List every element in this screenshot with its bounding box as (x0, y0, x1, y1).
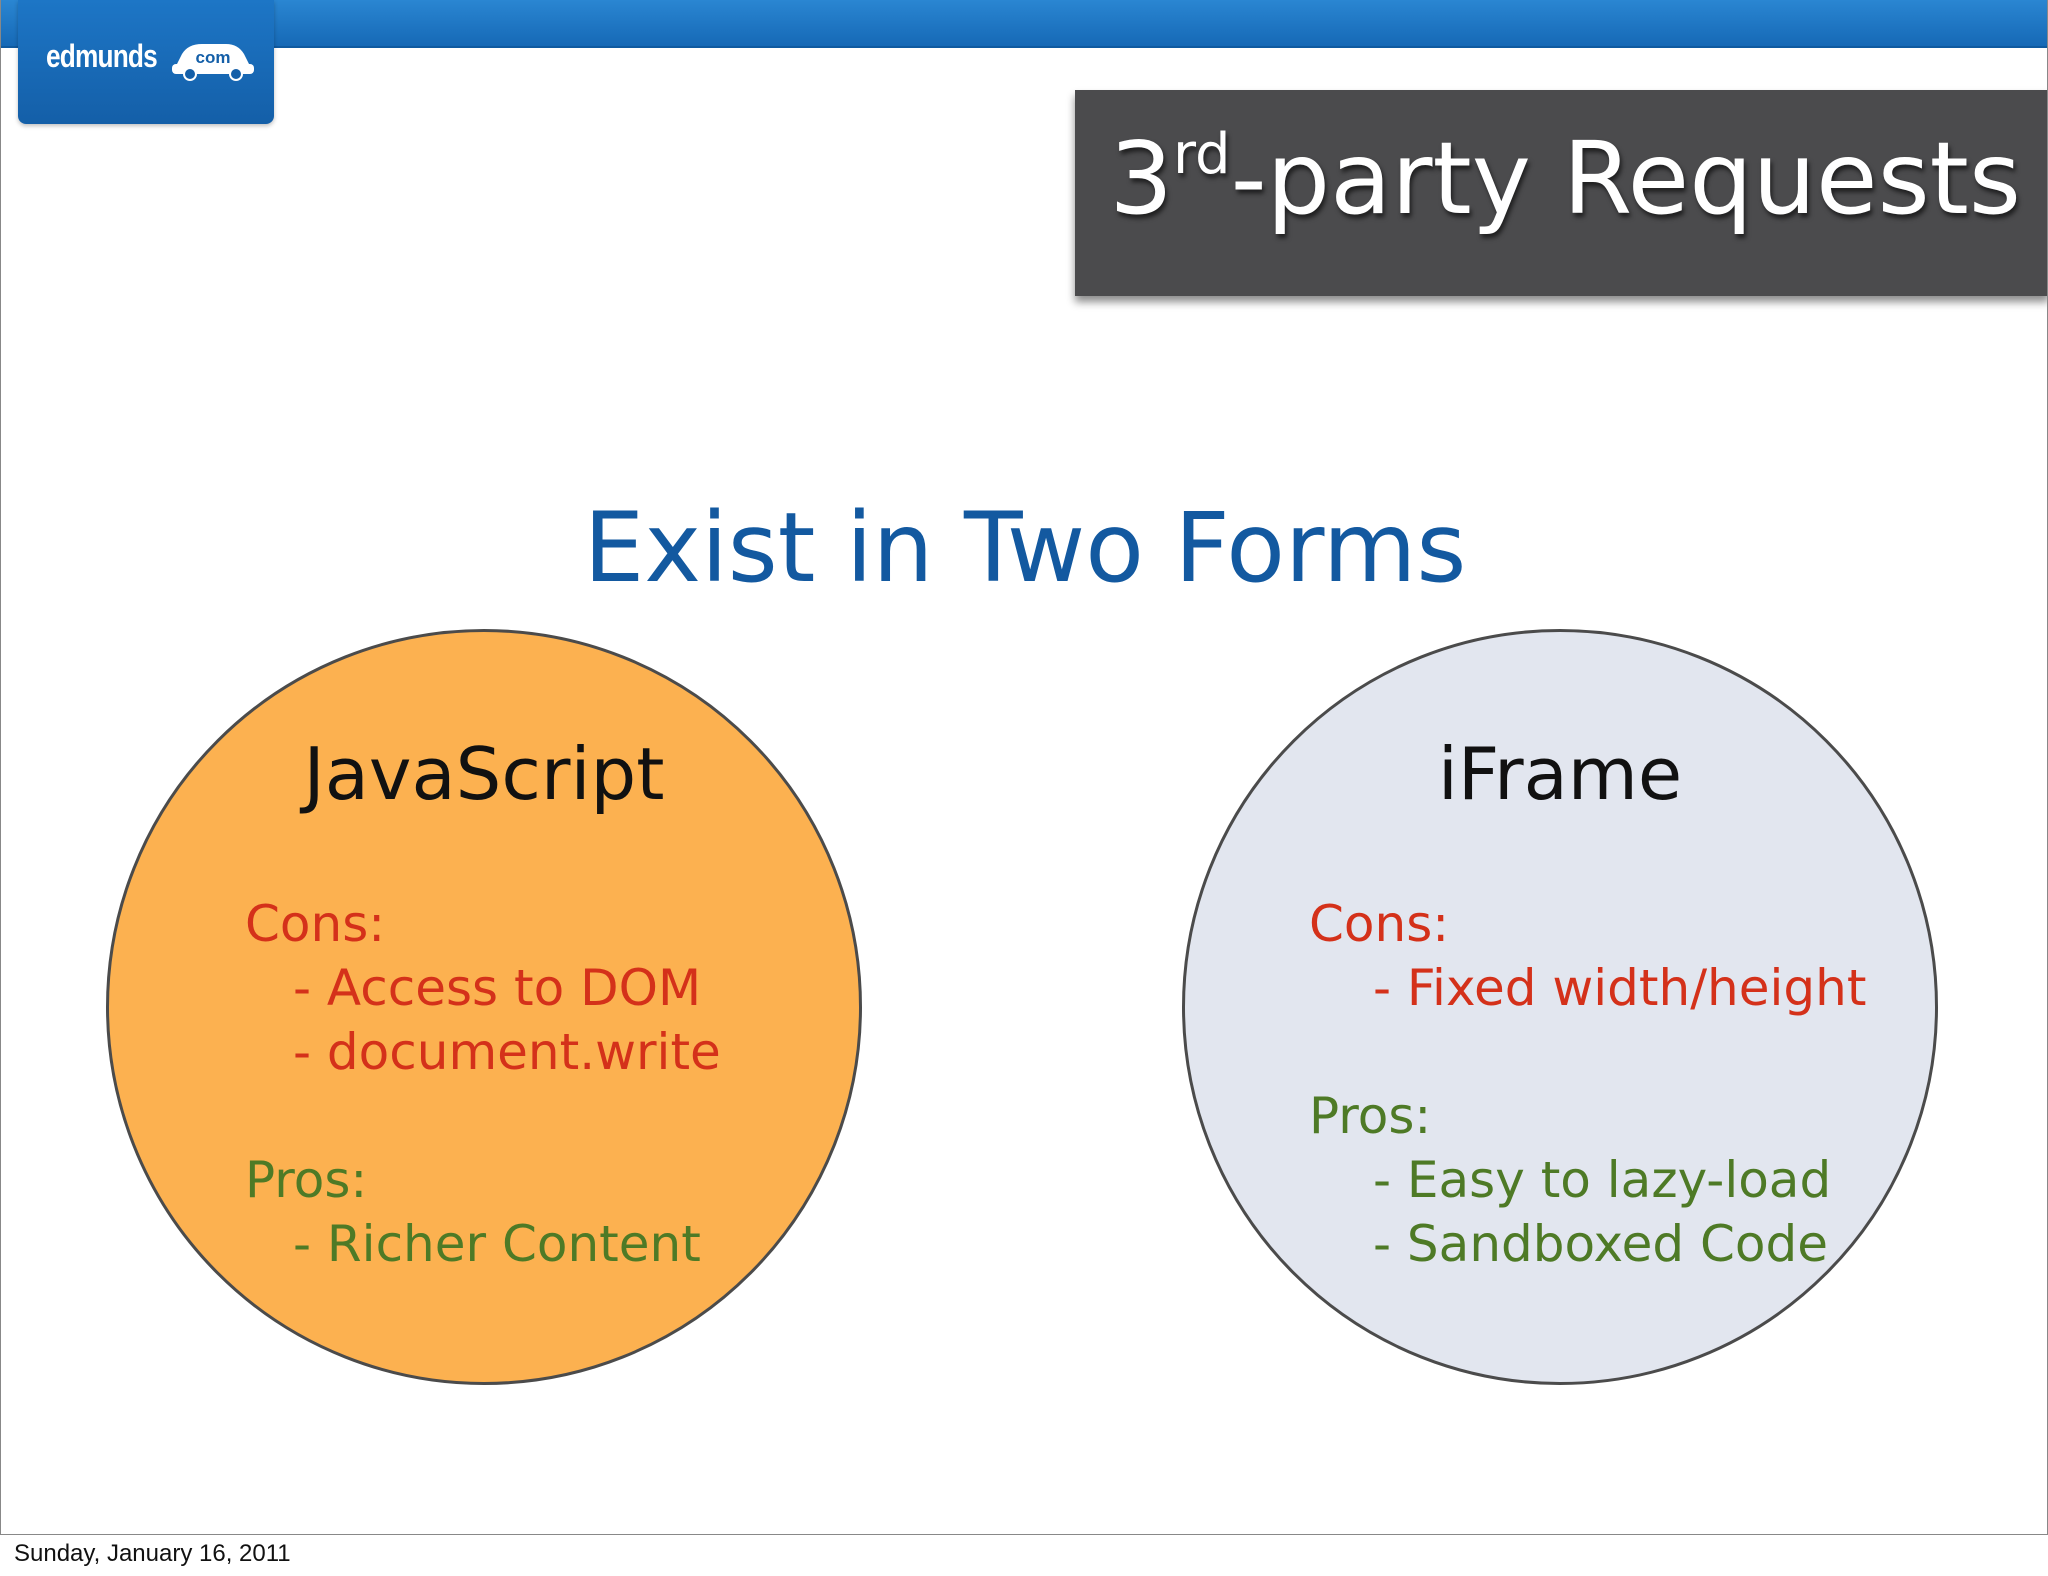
pros-label: Pros: (1309, 1087, 1432, 1145)
slide-subtitle: Exist in Two Forms (583, 492, 1467, 604)
cons-label: Cons: (245, 895, 386, 953)
page-title: 3rd-party Requests (1109, 120, 2021, 237)
logo-text: edmunds (46, 38, 158, 74)
javascript-details: Cons: - Access to DOM - document.write P… (245, 892, 721, 1276)
list-item: - Fixed width/height (1373, 959, 1867, 1017)
iframe-circle: iFrame (1182, 629, 1938, 1385)
edmunds-logo[interactable]: edmunds com (18, 0, 274, 124)
car-logo-icon: com (172, 44, 254, 81)
list-item: - Easy to lazy-load (1373, 1151, 1832, 1209)
pros-label: Pros: (245, 1151, 368, 1209)
list-item: - document.write (293, 1023, 721, 1081)
iframe-details: Cons: - Fixed width/height Pros: - Easy … (1309, 892, 1866, 1276)
top-bar (1, 0, 2047, 48)
javascript-circle: JavaScript (106, 629, 862, 1385)
logo-badge: com (196, 48, 231, 67)
javascript-heading: JavaScript (303, 732, 665, 816)
cons-label: Cons: (1309, 895, 1450, 953)
iframe-heading: iFrame (1437, 732, 1683, 816)
list-item: - Richer Content (293, 1215, 701, 1273)
slide: edmunds com 3rd-party Requests Exist in … (0, 0, 2048, 1535)
footer-date: Sunday, January 16, 2011 (14, 1540, 291, 1567)
list-item: - Sandboxed Code (1373, 1215, 1828, 1273)
list-item: - Access to DOM (293, 959, 702, 1017)
title-banner: 3rd-party Requests (1075, 90, 2047, 296)
